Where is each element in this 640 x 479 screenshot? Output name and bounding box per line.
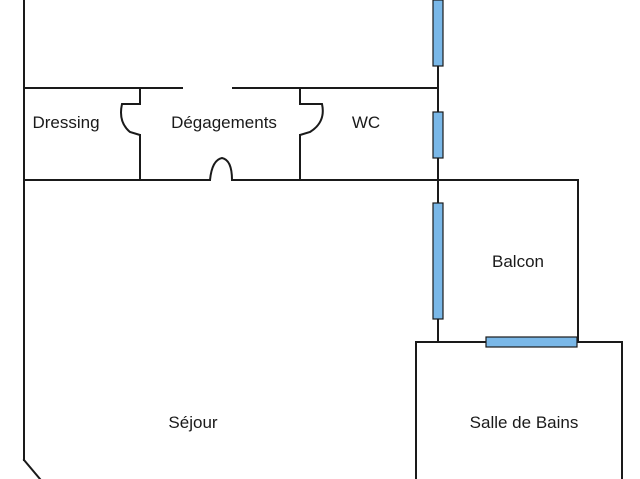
room-label-sejour: Séjour [168, 413, 217, 432]
room-label-dressing: Dressing [32, 113, 99, 132]
room-label-balcon: Balcon [492, 252, 544, 271]
window-bathroom [485, 336, 578, 348]
left-outer-wall-corner [22, 458, 42, 479]
room-label-degagements: Dégagements [171, 113, 277, 132]
dressing-door-icon [120, 103, 141, 136]
window-top [432, 0, 444, 67]
window-wc [432, 111, 444, 159]
wc-door-icon [299, 103, 324, 136]
sejour-door-icon [209, 156, 233, 181]
room-label-salle-de-bains: Salle de Bains [470, 413, 579, 432]
window-sejour-balcon [432, 202, 444, 320]
room-label-wc: WC [352, 113, 380, 132]
